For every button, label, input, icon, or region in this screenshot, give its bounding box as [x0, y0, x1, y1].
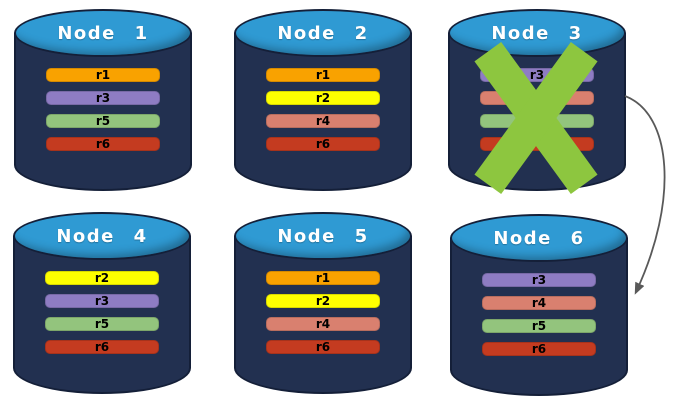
replica-label: r6: [531, 342, 547, 356]
cylinder-body: [13, 236, 191, 394]
node-5: r1 r2 r4 r6 Node 5: [234, 212, 412, 394]
replica-bar: r1: [266, 68, 380, 82]
replica-bar: r6: [482, 342, 596, 356]
replica-label: r3: [94, 294, 110, 308]
node-title: Node 5: [277, 225, 369, 247]
replica-label: r1: [315, 271, 331, 285]
cylinder-top: Node 2: [234, 9, 412, 57]
replica-bar: r1: [46, 68, 160, 82]
replica-bar: r6: [45, 340, 159, 354]
replica-label: r4: [531, 296, 547, 310]
replica-bar: r5: [482, 319, 596, 333]
cylinder-body: [234, 236, 412, 394]
replica-bar: r2: [45, 271, 159, 285]
node-6: r3 r4 r5 r6 Node 6: [450, 214, 628, 396]
replica-bar: r6: [266, 137, 380, 151]
node-title: Node 1: [57, 22, 149, 44]
replica-list: r1 r3 r5 r6: [46, 68, 160, 160]
replica-label: r3: [531, 273, 547, 287]
replica-bar: r1: [266, 271, 380, 285]
replica-bar: r5: [46, 114, 160, 128]
node-title: Node 3: [491, 22, 583, 44]
replica-bar: r6: [46, 137, 160, 151]
arrow-path: [624, 95, 666, 295]
replica-bar: r2: [266, 294, 380, 308]
replica-bar: r5: [45, 317, 159, 331]
replica-label: r5: [531, 319, 547, 333]
replica-list: r1 r2 r4 r6: [266, 271, 380, 363]
cylinder-top: Node 4: [13, 212, 191, 260]
replica-bar: r6: [266, 340, 380, 354]
replica-label: r6: [315, 137, 331, 151]
replica-label: r2: [315, 294, 331, 308]
replica-label: r1: [315, 68, 331, 82]
cylinder-body: [14, 33, 192, 191]
replica-bar: r3: [46, 91, 160, 105]
replica-label: r6: [95, 137, 111, 151]
replica-bar: r4: [482, 296, 596, 310]
replica-bar: r2: [266, 91, 380, 105]
replica-label: r5: [95, 114, 111, 128]
replica-label: r6: [94, 340, 110, 354]
cylinder-top: Node 1: [14, 9, 192, 57]
node-title: Node 2: [277, 22, 369, 44]
replica-label: r4: [315, 317, 331, 331]
node-title: Node 4: [56, 225, 148, 247]
replica-label: r3: [529, 68, 545, 82]
replica-bar: r4: [266, 114, 380, 128]
cylinder-body: [450, 238, 628, 396]
replica-label: r1: [95, 68, 111, 82]
node-title: Node 6: [493, 227, 585, 249]
cylinder-body: [234, 33, 412, 191]
replica-list: r3 r4 r5 r6: [482, 273, 596, 365]
replica-bar: r3: [45, 294, 159, 308]
replica-label: r5: [94, 317, 110, 331]
replica-bar: r4: [266, 317, 380, 331]
node-1: r1 r3 r5 r6 Node 1: [14, 9, 192, 191]
replica-label: r2: [94, 271, 110, 285]
cylinder-top: Node 3: [448, 9, 626, 57]
replica-label: r4: [315, 114, 331, 128]
node-4: r2 r3 r5 r6 Node 4: [13, 212, 191, 394]
cylinder-top: Node 5: [234, 212, 412, 260]
failure-x-icon: [474, 41, 598, 195]
replica-bar: r3: [482, 273, 596, 287]
replica-list: r1 r2 r4 r6: [266, 68, 380, 160]
replica-label: r6: [315, 340, 331, 354]
replica-list: r2 r3 r5 r6: [45, 271, 159, 363]
cylinder-top: Node 6: [450, 214, 628, 262]
node-2: r1 r2 r4 r6 Node 2: [234, 9, 412, 191]
replica-label: r2: [315, 91, 331, 105]
replica-label: r3: [95, 91, 111, 105]
